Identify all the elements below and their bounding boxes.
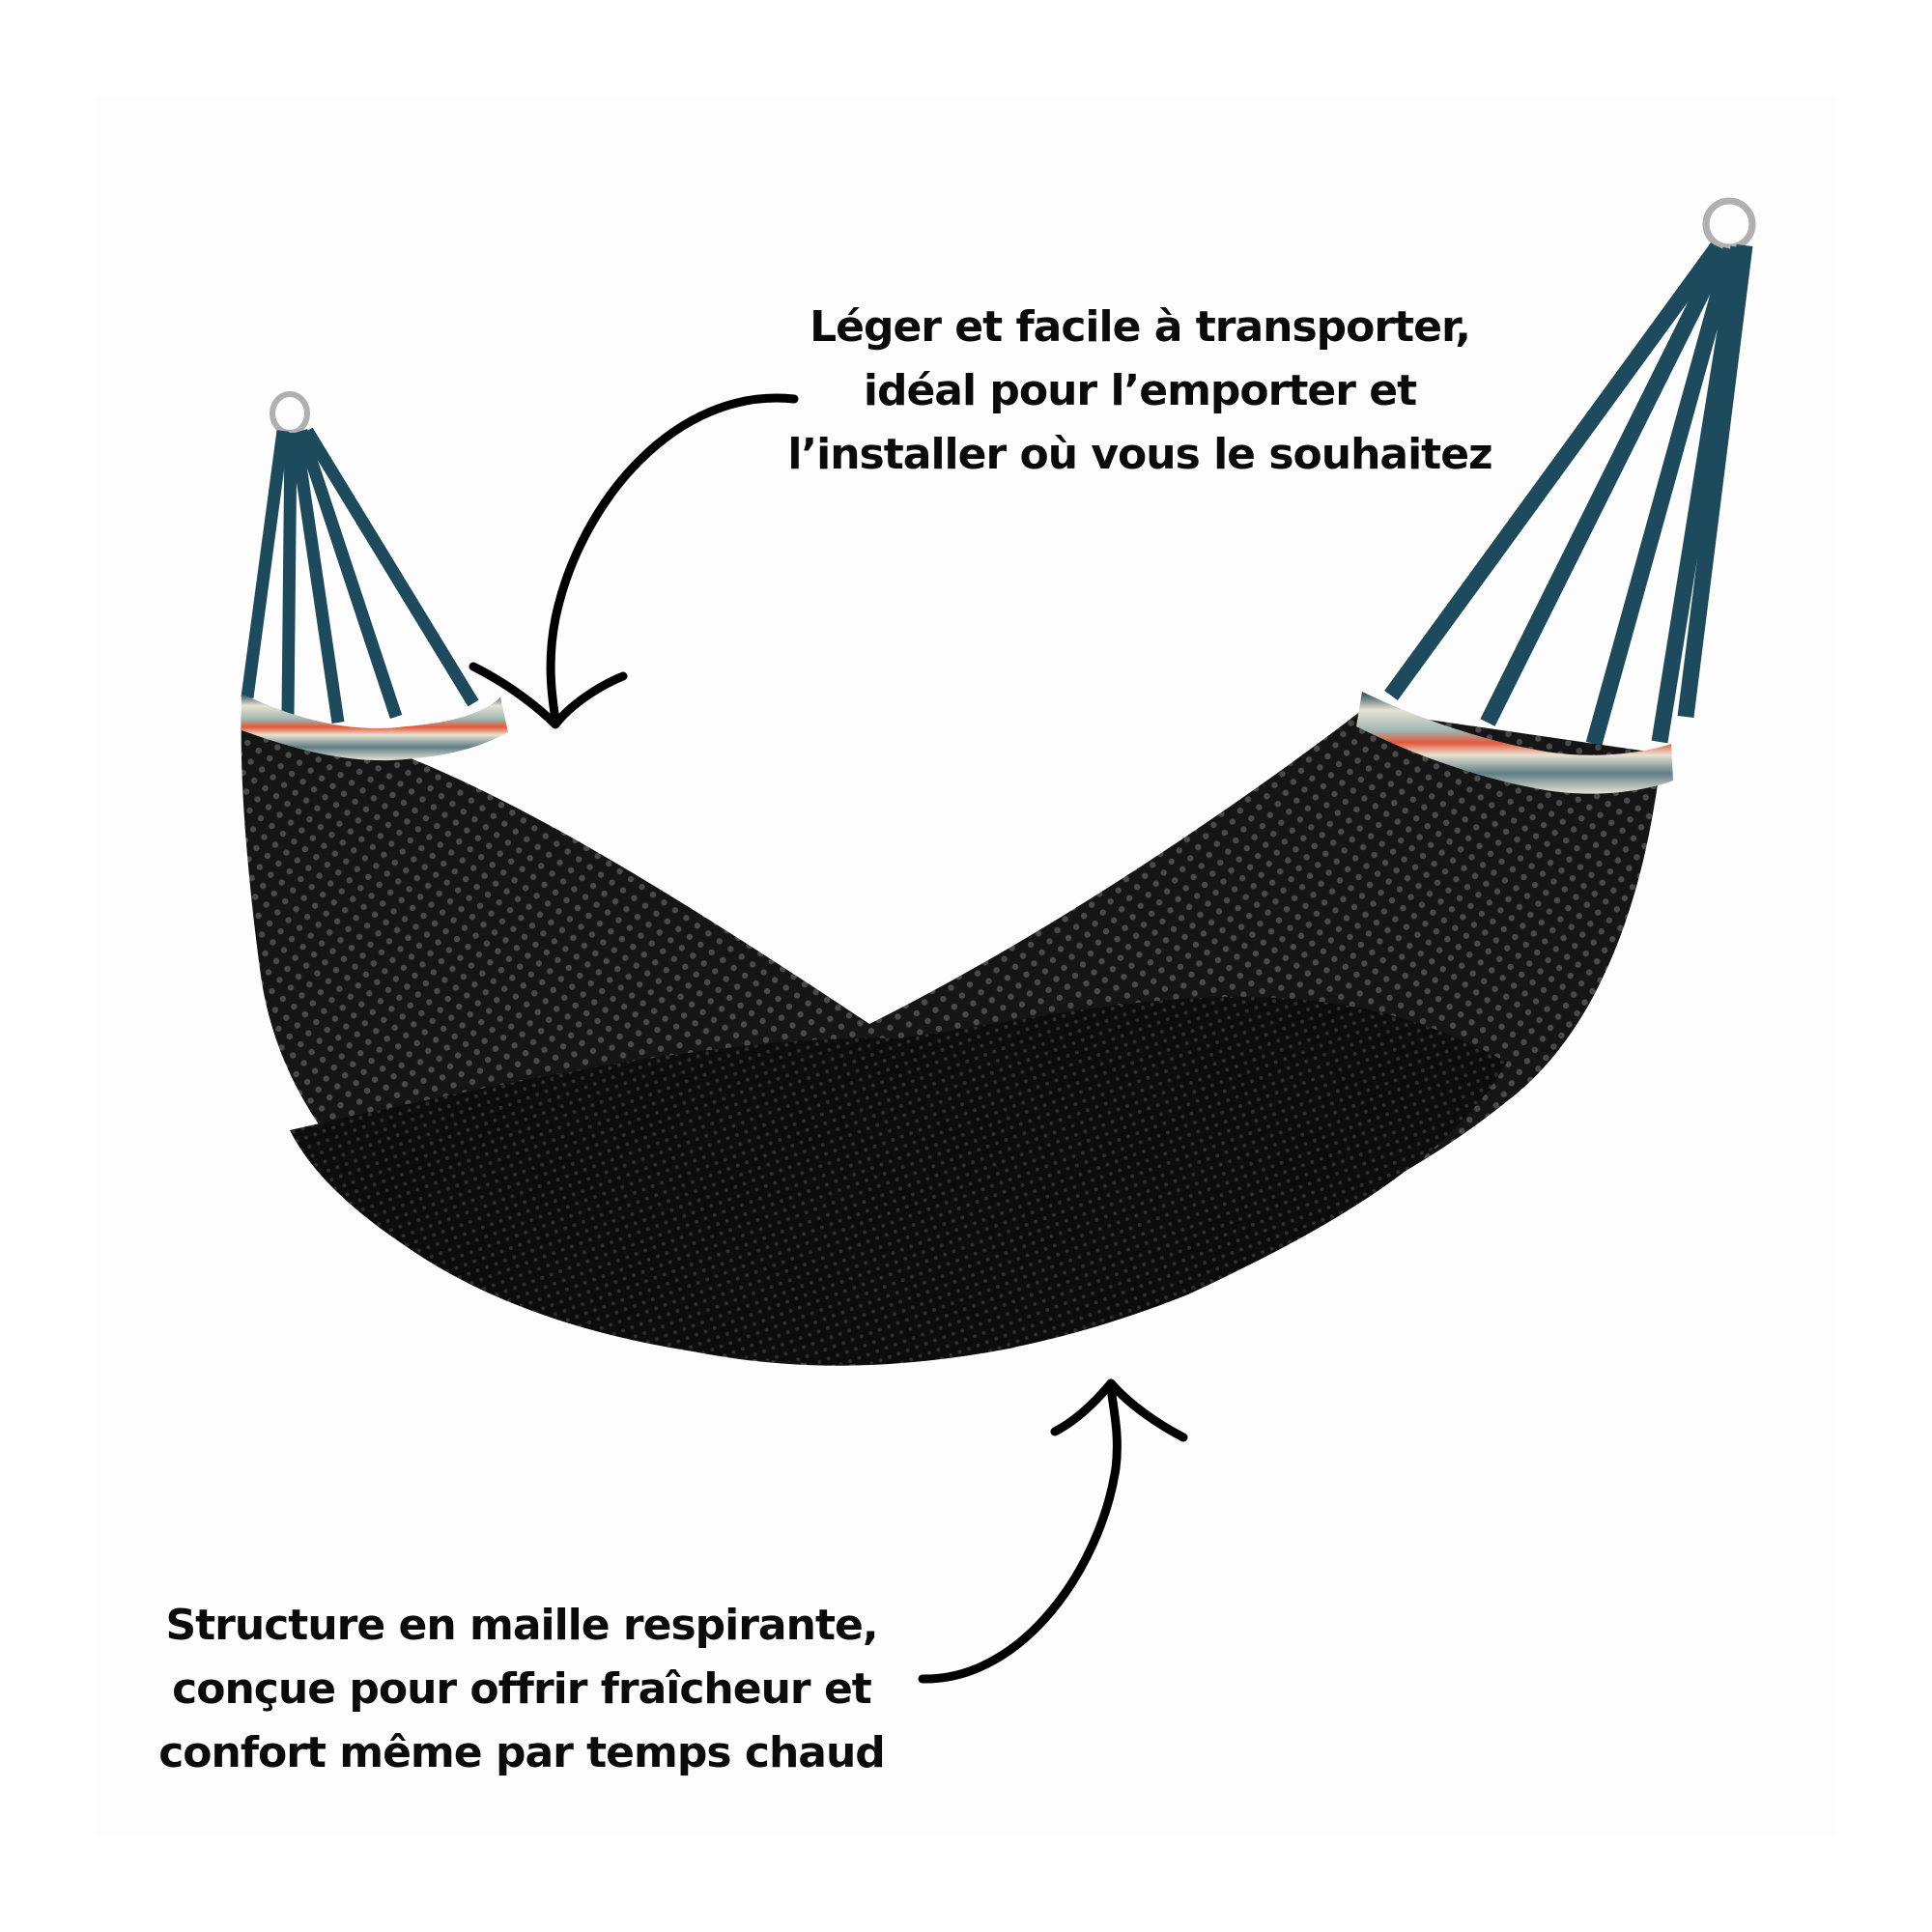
caption-line: idéal pour l’emporter et xyxy=(863,366,1417,415)
caption-line: Léger et facile à transporter, xyxy=(810,302,1471,352)
left-straps xyxy=(241,427,479,724)
caption-line: Structure en maille respirante, xyxy=(165,1601,878,1650)
right-straps xyxy=(1384,242,1753,747)
caption-line: confort même par temps chaud xyxy=(158,1728,886,1777)
hammock-front-mesh xyxy=(290,996,1507,1365)
right-trim-band xyxy=(1356,692,1673,794)
breathable-mesh-caption: Structure en maille respirante, conçue p… xyxy=(116,1594,927,1785)
caption-line: l’installer où vous le souhaitez xyxy=(787,430,1492,479)
left-ring xyxy=(270,391,310,436)
left-trim-band xyxy=(242,694,508,761)
curved-arrow-down-left-icon xyxy=(469,393,799,729)
right-ring xyxy=(1702,197,1756,251)
caption-line: conçue pour offrir fraîcheur et xyxy=(172,1664,872,1714)
curved-arrow-up-icon xyxy=(918,1378,1188,1684)
portability-caption: Léger et facile à transporter, idéal pou… xyxy=(753,296,1526,487)
